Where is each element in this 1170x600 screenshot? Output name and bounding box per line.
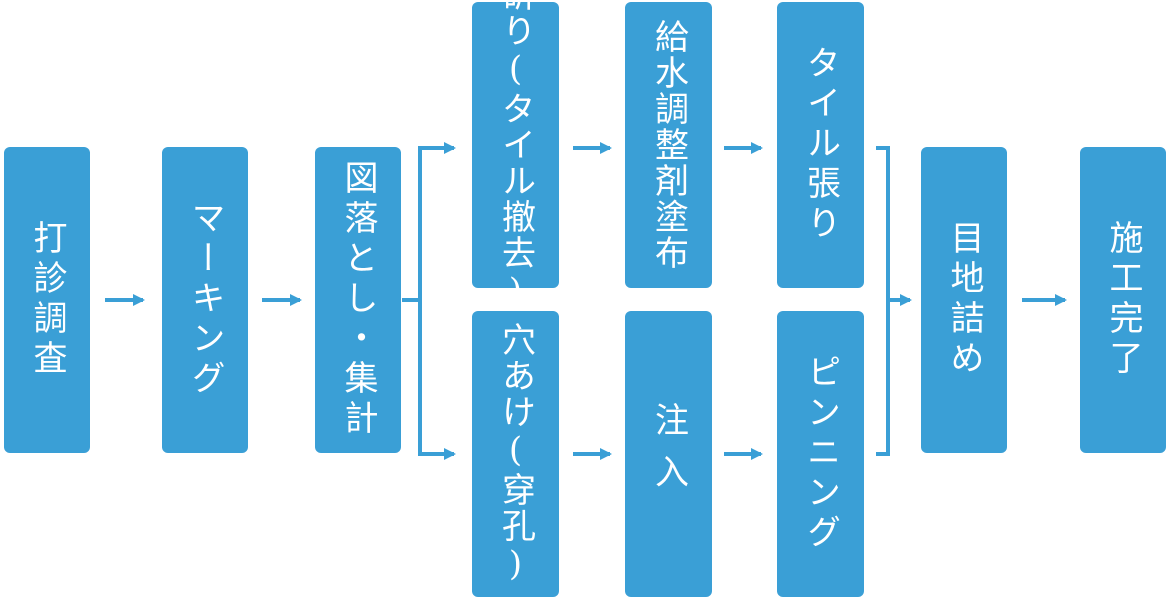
step-marking: マーキング — [162, 147, 248, 453]
step-kyusui-chouseizai: 給水調整剤塗布 — [625, 2, 712, 288]
step-label: 施工完了 — [1103, 220, 1143, 380]
step-label: 打診調査 — [27, 220, 67, 380]
step-pinning: ピンニング — [777, 311, 864, 597]
step-zuotoshi-shukei: 図落とし・集計 — [315, 147, 401, 453]
step-tairu-bari: タイル張り — [777, 2, 864, 288]
step-label: ピンニング — [800, 354, 841, 554]
merge-bracket — [876, 146, 890, 456]
step-seko-kanryo: 施工完了 — [1080, 147, 1166, 453]
step-dashin-chousa: 打診調査 — [4, 147, 90, 453]
step-chunyu: 注入 — [625, 311, 712, 597]
step-label: 目地詰め — [944, 220, 984, 380]
step-anaake: 穴あけ(穿孔) — [472, 311, 559, 597]
step-label: 図落とし・集計 — [338, 160, 378, 440]
step-label: 穴あけ(穿孔) — [495, 322, 536, 586]
step-mejizume: 目地詰め — [921, 147, 1007, 453]
step-label: 斫り(タイル撤去) — [495, 0, 536, 313]
step-label: タイル張り — [800, 45, 841, 245]
step-hatsuri: 斫り(タイル撤去) — [472, 0, 559, 313]
step-label: マーキング — [185, 200, 225, 400]
step-label: 給水調整剤塗布 — [648, 19, 689, 271]
step-label: 注入 — [648, 402, 689, 506]
